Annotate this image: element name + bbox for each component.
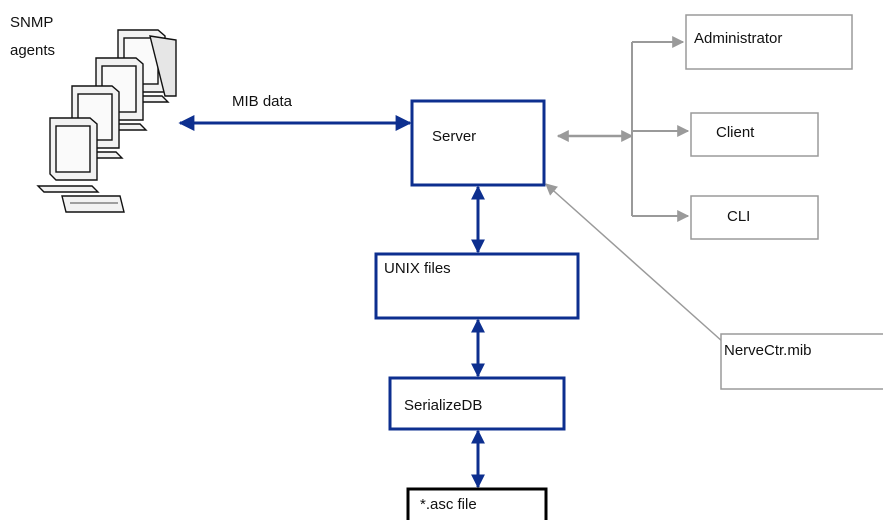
computer-cluster-icon xyxy=(36,29,177,213)
client-label: Client xyxy=(716,124,755,141)
server-box xyxy=(410,99,546,187)
cli-box xyxy=(690,195,819,240)
computer-side-panel xyxy=(149,35,177,97)
nervectr-box xyxy=(720,333,883,390)
server-label: Server xyxy=(432,128,476,145)
administrator-label: Administrator xyxy=(694,30,782,47)
unix-files-label: UNIX files xyxy=(384,260,451,277)
asc-file-box xyxy=(406,487,548,520)
serializedb-box xyxy=(388,376,566,431)
snmp-agents-label-2: agents xyxy=(10,42,55,59)
client-box xyxy=(690,112,819,157)
computer-icon xyxy=(36,117,125,213)
asc-file-label: *.asc file xyxy=(420,496,477,513)
administrator-box xyxy=(685,14,853,70)
nervectr-label: NerveCtr.mib xyxy=(724,342,812,359)
serializedb-label: SerializeDB xyxy=(404,397,482,414)
mib-data-label: MIB data xyxy=(232,93,293,110)
nervectr-server-arrow xyxy=(545,183,724,343)
snmp-agents-label: SNMP xyxy=(10,14,53,31)
unix-files-box xyxy=(374,252,580,320)
cli-label: CLI xyxy=(727,208,750,225)
